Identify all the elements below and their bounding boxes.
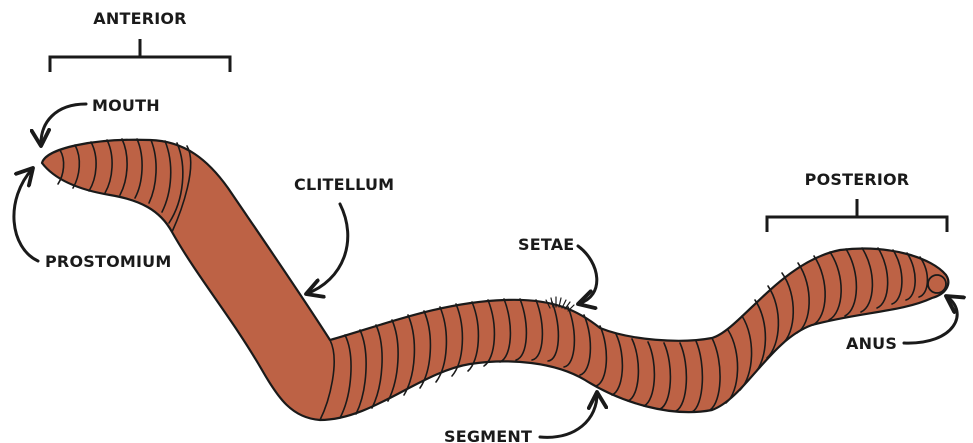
setae-label: SETAE bbox=[518, 235, 574, 254]
anus-label: ANUS bbox=[846, 334, 897, 353]
setae-arrow bbox=[578, 246, 597, 304]
clitellum-arrow bbox=[306, 204, 348, 294]
segment-arrow bbox=[540, 392, 597, 437]
anterior-bracket bbox=[50, 39, 230, 72]
anus-opening bbox=[928, 275, 946, 293]
prostomium-arrow bbox=[14, 168, 38, 261]
posterior-label: POSTERIOR bbox=[805, 170, 910, 189]
mouth-arrow bbox=[41, 104, 86, 146]
mouth-label: MOUTH bbox=[92, 96, 160, 115]
anterior-label: ANTERIOR bbox=[93, 9, 186, 28]
segment-label: SEGMENT bbox=[444, 427, 532, 443]
clitellum-label: CLITELLUM bbox=[294, 175, 394, 194]
posterior-bracket bbox=[767, 199, 947, 232]
prostomium-label: PROSTOMIUM bbox=[45, 252, 171, 271]
